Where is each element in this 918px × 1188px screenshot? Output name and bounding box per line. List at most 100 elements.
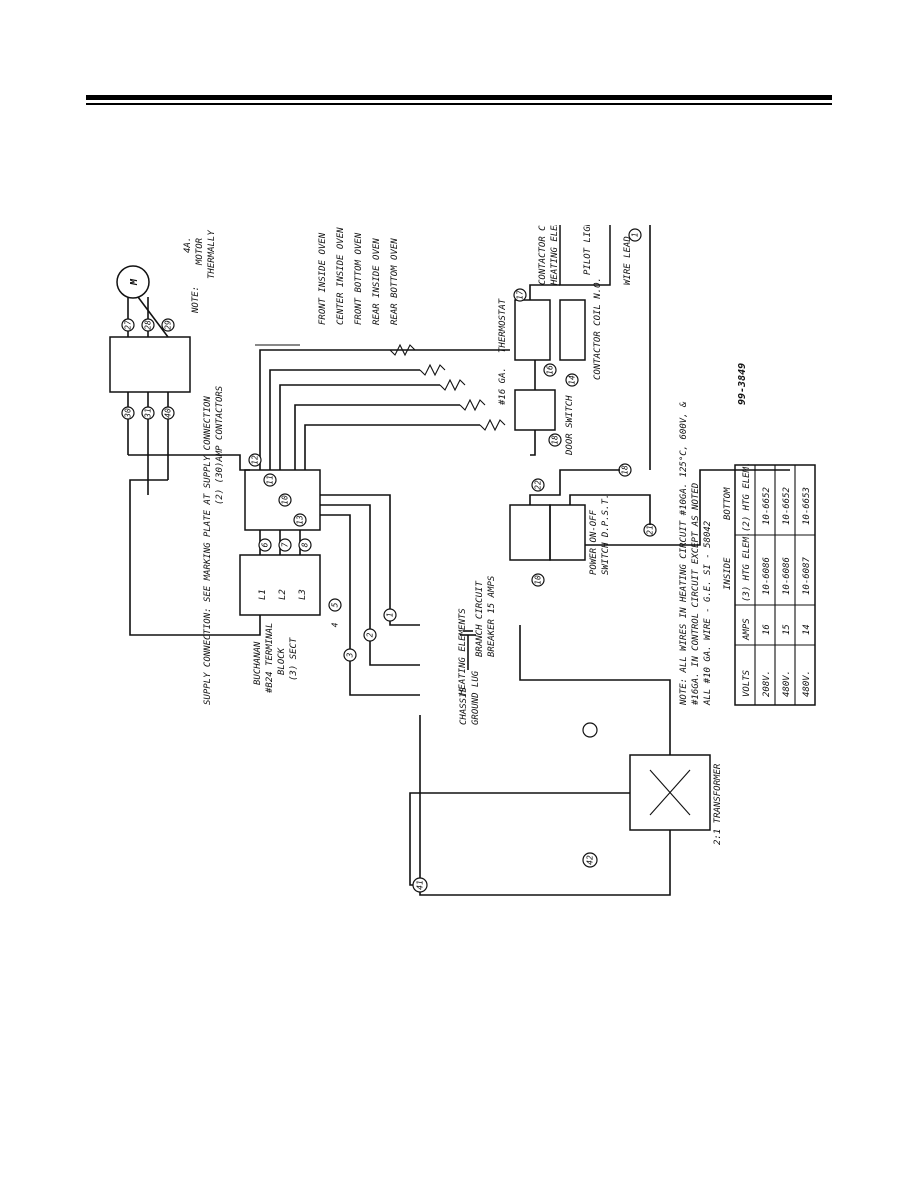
oven-label-rear-inside: REAR INSIDE OVEN (372, 238, 382, 325)
wire (320, 514, 420, 696)
wire-number-circle (582, 852, 598, 868)
table-cell: 10-6086 (782, 557, 792, 595)
thermostat-box (514, 299, 551, 361)
wire-number: 30 (124, 408, 133, 419)
wire (259, 349, 510, 470)
motor-group: M 4A. MOTOR THERMALLY PROTECTED 27 28 29… (109, 225, 217, 495)
wire-note-1: NOTE: ALL WIRES IN HEATING CIRCUIT #10GA… (679, 401, 689, 706)
oven-label-front-inside: FRONT INSIDE OVEN (318, 232, 328, 325)
wire-number-circle (343, 648, 357, 662)
wire (279, 384, 440, 470)
ground-label-1: CHASSIS (459, 686, 469, 725)
table-header-inside: (3) HTG ELEM. (742, 532, 752, 602)
table-cell: 10-6652 (762, 487, 772, 525)
thermostat-label: THERMOSTAT (498, 298, 508, 353)
table-header-bottom: (2) HTG ELEM. (742, 462, 752, 532)
heating-circuit-wires (128, 349, 510, 696)
breaker-label-1: BRANCH CIRCUIT (475, 581, 485, 657)
heating-wire-numbers: 12 11 10 13 6 7 8 1 2 3 5 4 (248, 453, 397, 662)
wire-number: 1 (386, 613, 395, 618)
wire-number: 21 (646, 525, 655, 535)
oven-label-front-bottom: FRONT BOTTOM OVEN (354, 232, 364, 325)
wire-number-circle (531, 573, 545, 587)
wire-number-circle (263, 473, 277, 487)
terminal-block-label-3: BLOCK (277, 647, 287, 675)
wire-number: 1 (631, 233, 640, 238)
wire-number: 14 (568, 375, 577, 385)
wire-number: 10 (534, 575, 543, 585)
header-rule-thick (86, 95, 832, 100)
wire-number-circle (298, 538, 312, 552)
wire-number: 16 (546, 365, 555, 375)
power-switch-group: POWER ON-OFF SWITCH D.P.S.T. BRANCH CIRC… (475, 463, 790, 657)
spec-table: INSIDE BOTTOM VOLTS AMPS (3) HTG ELEM. (… (723, 462, 816, 706)
table-header-volts: VOLTS (742, 669, 752, 697)
wire (137, 296, 169, 338)
wire (409, 792, 630, 886)
terminal-block-label-4: (3) SECT (289, 637, 299, 681)
wire-number: 10 (281, 495, 290, 505)
table-header-amps: AMPS (742, 618, 752, 641)
wire-number-circle (121, 406, 135, 420)
heating-element (479, 418, 506, 432)
wire (320, 504, 420, 666)
wire-number-circle (278, 493, 292, 507)
wire-number: 13 (296, 515, 305, 525)
transformer-winding (649, 769, 691, 816)
wire-number-circle (278, 538, 292, 552)
wire-number-circle (628, 228, 642, 242)
terminal-labels: L1 L2 L3 (258, 589, 308, 600)
wire (304, 424, 480, 470)
wire (569, 494, 651, 525)
wire-number: 5 (331, 602, 340, 607)
wire-number: 28 (144, 320, 153, 330)
wire-lead-label: WIRE LEAD (623, 236, 633, 285)
wire-note-3: ALL #10 GA. WIRE - G.E. SI - 58042 (703, 521, 713, 706)
table-cell: 10-6086 (762, 557, 772, 595)
table-cell: 10-6087 (802, 556, 812, 595)
supply-note-line-2: (2) (30)AMP CONTACTORS (215, 385, 225, 505)
wire-number: 41 (416, 880, 425, 890)
door-switch-box (514, 389, 556, 431)
control-circuit: DOOR SWITCH #16 GA. 18 THERMOSTAT 16 17 … (498, 225, 651, 470)
wire-number-circle (293, 513, 307, 527)
main-contactor-box (244, 469, 321, 531)
gauge-label: #16 GA. (498, 367, 508, 406)
table-group-inside: INSIDE (723, 557, 733, 590)
pilot-light-box (559, 225, 611, 286)
supply-note: NOTE: SUPPLY CONNECTION: SEE MARKING PLA… (191, 286, 225, 705)
wire-number-circle (141, 406, 155, 420)
table-cell: 15 (782, 624, 792, 635)
table-cell: 16 (762, 624, 772, 635)
supply-note-line: SUPPLY CONNECTION: SEE MARKING PLATE AT … (203, 396, 213, 705)
wire-number: 8 (301, 542, 310, 547)
wire-number: 11 (266, 475, 275, 485)
terminal-block-label: BUCHANAN #B24 TERMINAL BLOCK (3) SECT (253, 623, 299, 694)
table-cell: 480V. (802, 670, 812, 697)
contactor-coil-n-label: CONTACTOR COIL N.O. (593, 277, 603, 380)
table-cell: 208V. (762, 670, 772, 697)
wire (419, 715, 671, 896)
wire (585, 469, 790, 546)
wire-number-circle (531, 478, 545, 492)
wire-note-2: #16GA. IN CONTROL CIRCUIT EXCEPT AS NOTE… (691, 483, 701, 706)
wire-number: 27 (124, 320, 133, 330)
wire-number-circle (363, 628, 377, 642)
table-cell: 10-6653 (802, 487, 812, 525)
wire-number: 18 (621, 465, 630, 475)
table-cell: 14 (802, 624, 812, 635)
terminal-l2: L2 (278, 589, 288, 600)
pilot-light-label: PILOT LIGHT (583, 225, 593, 275)
wire (519, 625, 671, 755)
motor-label-3: THERMALLY PROTECTED (207, 225, 217, 279)
terminal-block-label-2: #B24 TERMINAL (265, 623, 275, 694)
wire-number: 29 (164, 320, 173, 330)
wire-number-circle (582, 722, 598, 738)
supply-note-title: NOTE: (191, 286, 201, 314)
chassis-ground: CHASSIS GROUND LUG (459, 630, 481, 725)
wire-number: 40 (164, 408, 173, 418)
terminal-block-label-1: BUCHANAN (253, 641, 263, 685)
wire-number-circle (258, 538, 272, 552)
wire (128, 454, 250, 471)
wire-number: 7 (281, 542, 290, 547)
